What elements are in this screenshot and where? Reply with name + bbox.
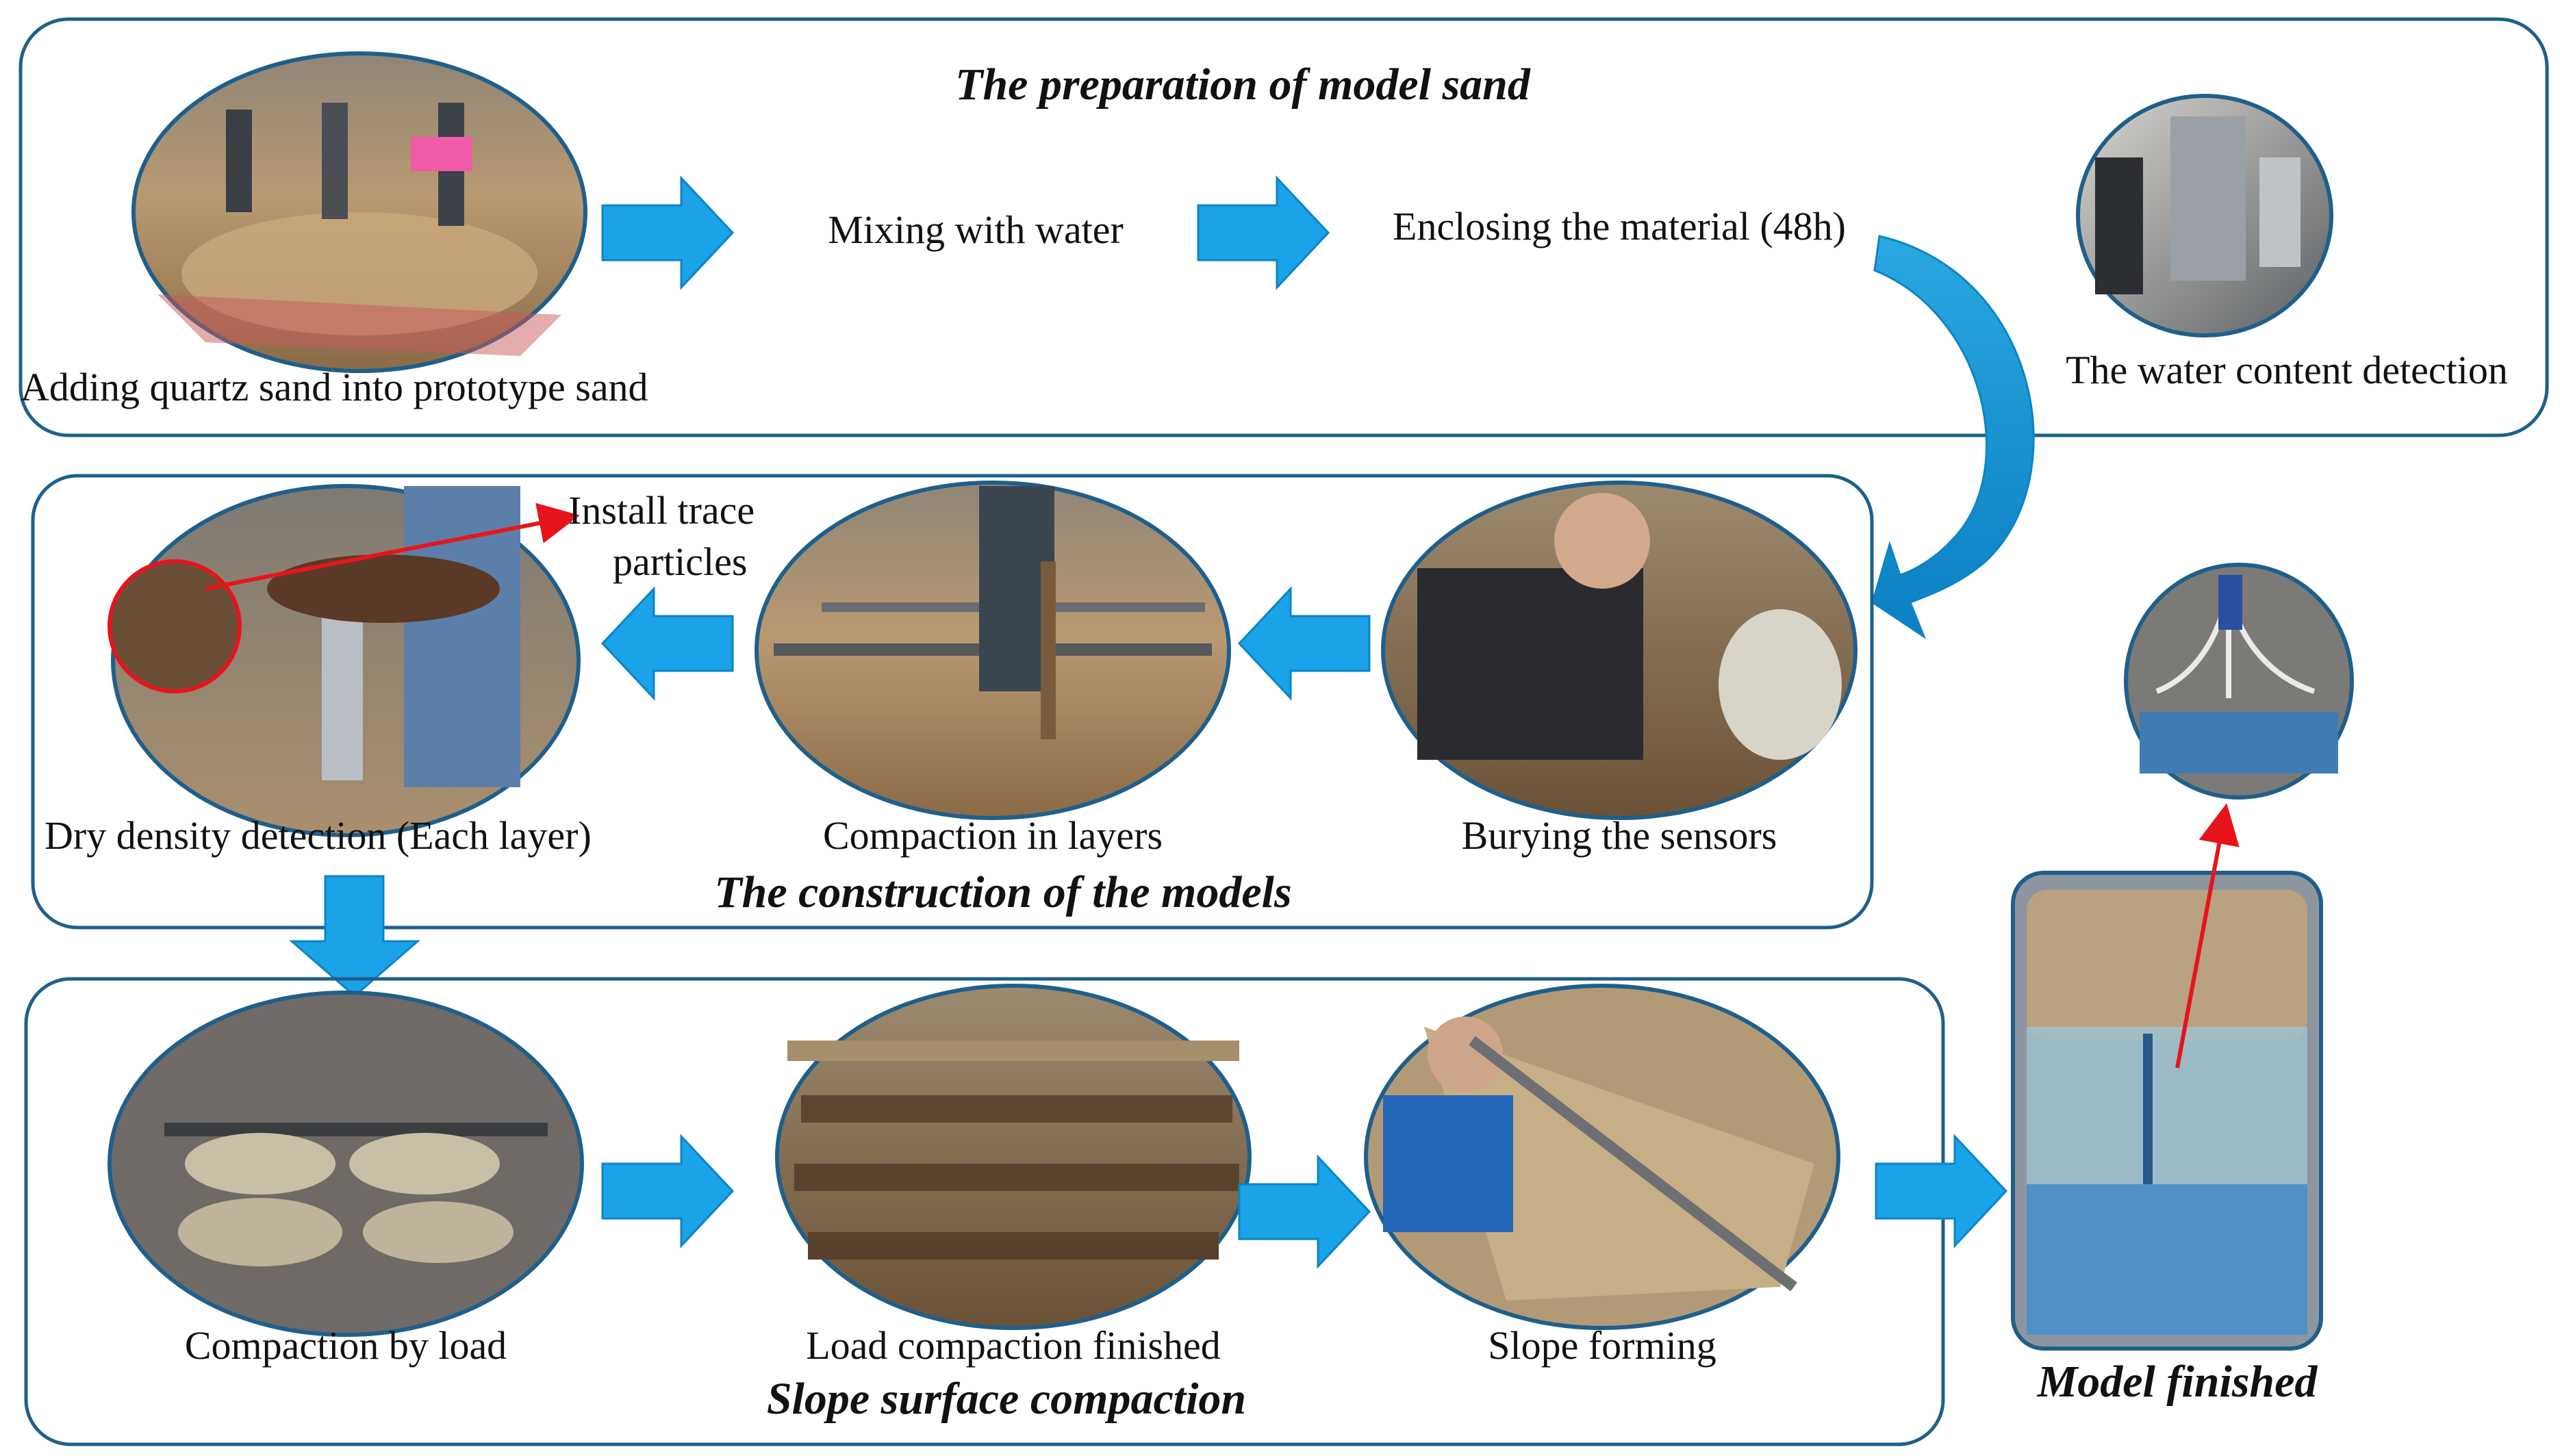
flow-arrow-1: [601, 175, 735, 290]
caption-slope-forming: Slope forming: [1488, 1323, 1716, 1368]
preparation-title: The preparation of model sand: [955, 60, 1531, 110]
trace-particles-inset: [107, 559, 242, 693]
flow-arrow-2: [1197, 175, 1330, 290]
caption-load-finished: Load compaction finished: [806, 1323, 1221, 1368]
photo-model-finished: [2011, 871, 2323, 1351]
caption-mixing-with-water: Mixing with water: [828, 207, 1124, 252]
slope-title: Slope surface compaction: [767, 1374, 1246, 1424]
callout-install-trace: Install trace: [568, 488, 755, 533]
flow-arrow-6: [1238, 1154, 1371, 1269]
curved-flow-arrow: [1871, 235, 2035, 639]
photo-compaction-in-layers: [755, 481, 1231, 820]
caption-enclosing-material: Enclosing the material (48h): [1393, 204, 1846, 248]
flow-arrow-4: [1237, 586, 1371, 701]
caption-water-content-detection: The water content detection: [2066, 348, 2508, 392]
preparation-panel: [18, 17, 2549, 437]
construction-panel: [31, 474, 1874, 930]
photo-dry-density-detection: [107, 484, 581, 837]
photo-slope-forming: [1364, 984, 1840, 1330]
flow-arrow-down: [288, 875, 421, 997]
caption-burying-sensors: Burying the sensors: [1462, 813, 1777, 858]
photo-burying-sensors: [1381, 481, 1858, 820]
model-pointer-line: [2175, 803, 2240, 1069]
caption-compaction-layers: Compaction in layers: [823, 813, 1163, 858]
flow-arrow-7: [1875, 1134, 2008, 1249]
photo-adding-quartz-sand: [131, 51, 587, 373]
photo-compaction-by-load: [107, 991, 584, 1337]
flow-arrow-5: [601, 1134, 735, 1249]
caption-adding-quartz-sand: Adding quartz sand into prototype sand: [21, 365, 648, 409]
callout-line: [205, 502, 580, 591]
construction-title: The construction of the models: [714, 867, 1291, 917]
caption-compaction-load: Compaction by load: [185, 1323, 507, 1368]
photo-load-compaction-finished: [775, 984, 1252, 1330]
photo-model-inset: [2124, 563, 2354, 800]
callout-particles: particles: [613, 539, 747, 584]
model-finished-label: Model finished: [2037, 1357, 2318, 1407]
photo-water-content-detection: [2076, 94, 2333, 337]
flow-arrow-3: [600, 586, 734, 701]
caption-dry-density: Dry density detection (Each layer): [45, 813, 592, 858]
